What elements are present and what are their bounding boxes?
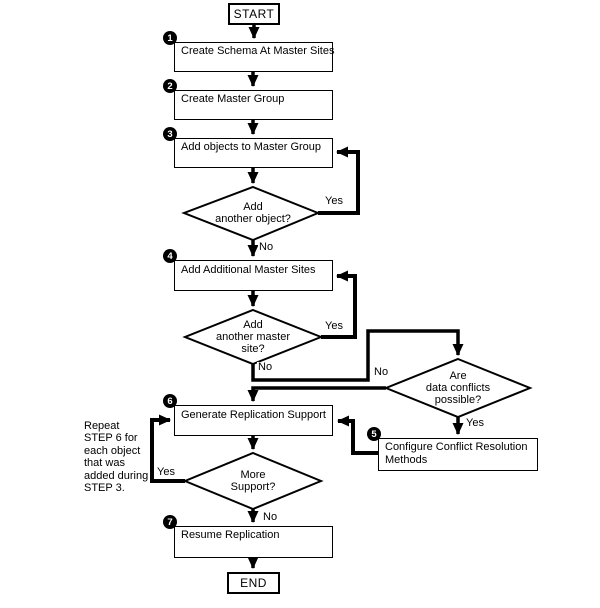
decision-master-site-label: Add another master site? <box>183 319 323 355</box>
decision-add-another-master-site <box>182 308 324 366</box>
step4-label: Add Additional Master Sites <box>181 264 316 276</box>
edge-yes-support-loop <box>150 414 185 483</box>
note-line6: STEP 3. <box>84 482 125 495</box>
step3-label: Add objects to Master Group <box>181 141 322 153</box>
step4-badge: 4 <box>163 249 177 263</box>
step2-badge: 2 <box>163 79 177 93</box>
decision-add-another-object <box>181 185 321 242</box>
step5-box <box>378 438 538 471</box>
decision-more-support <box>182 451 324 511</box>
step2-box <box>174 90 333 120</box>
no-label-object: No <box>258 241 275 253</box>
edge-yes-master-site-loop <box>321 270 357 339</box>
step5-label-line2: Methods <box>385 453 428 466</box>
note-line3: each object <box>84 444 141 457</box>
start-node: START <box>228 3 280 25</box>
step5-label: Configure Conflict Resolution Methods <box>385 441 535 466</box>
edge-no-master-site-to-decision-conflicts <box>251 329 464 382</box>
step1-box <box>174 42 333 72</box>
step6-badge: 6 <box>163 394 177 408</box>
decision-data-conflicts-possible <box>383 357 533 419</box>
edge-yes-object-loop <box>318 146 360 215</box>
decision-conflicts-line3: possible? <box>434 394 482 406</box>
yes-label-conflicts: Yes <box>465 417 485 429</box>
step3-box <box>174 138 333 168</box>
decision-object-label: Add another object? <box>183 201 323 225</box>
step3-badge: 3 <box>163 127 177 141</box>
edge-step5-to-step6-loop <box>337 415 378 455</box>
step4-box <box>174 260 333 291</box>
decision-conflicts-label: Are data conflicts possible? <box>386 370 530 406</box>
end-node: END <box>227 572 280 594</box>
step2-label: Create Master Group <box>181 93 285 105</box>
step6-box <box>174 405 333 436</box>
decision-conflicts-line1: Are <box>449 370 467 382</box>
note-line1: Repeat <box>84 420 120 432</box>
step6-label: Generate Replication Support <box>181 409 326 421</box>
decision-master-site-line2: another master <box>216 331 290 343</box>
decision-support-label: More Support? <box>187 469 319 493</box>
decision-master-site-line3: site? <box>241 343 265 355</box>
decision-conflicts-line2: data conflicts <box>425 382 491 394</box>
decision-master-site-line1: Add <box>243 319 263 331</box>
step5-badge: 5 <box>367 427 381 441</box>
step7-label: Resume Replication <box>181 529 280 541</box>
step7-box <box>174 526 333 558</box>
yes-label-support: Yes <box>156 466 176 478</box>
decision-support-line2: Support? <box>230 481 276 493</box>
yes-label-object: Yes <box>324 195 344 207</box>
decision-object-line2: another object? <box>215 213 291 225</box>
note-line4: that was <box>84 457 125 470</box>
step5-label-line1: Configure Conflict Resolution <box>385 441 528 453</box>
step1-badge: 1 <box>163 31 177 45</box>
repeat-step6-note: Repeat STEP 6 for each object that was a… <box>84 420 148 494</box>
note-line5: added during <box>84 469 149 482</box>
step7-badge: 7 <box>163 515 177 529</box>
decision-support-line1: More <box>240 469 266 481</box>
edge-no-conflicts-to-step6 <box>247 386 386 402</box>
step1-label: Create Schema At Master Sites <box>181 45 335 57</box>
decision-object-line1: Add <box>243 201 263 213</box>
no-label-support: No <box>262 511 279 523</box>
yes-label-master-site: Yes <box>324 320 344 332</box>
note-line2: STEP 6 for <box>84 432 138 445</box>
no-label-master-site: No <box>257 361 274 373</box>
no-label-conflicts: No <box>373 366 390 378</box>
